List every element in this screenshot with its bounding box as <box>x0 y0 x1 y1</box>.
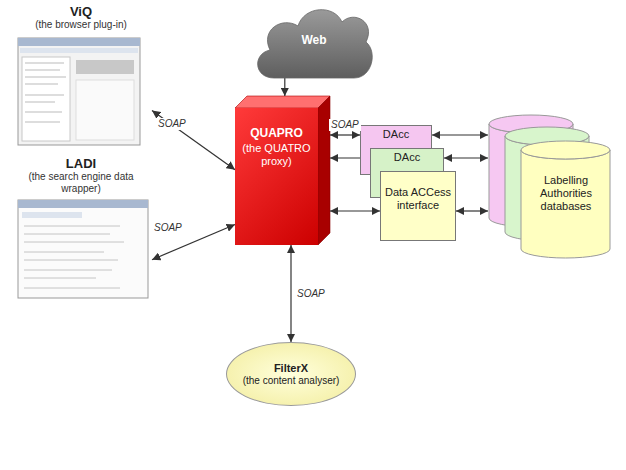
node-subtitle: (the content analyser) <box>227 375 355 387</box>
client-panel: ViQ(the browser plug-in) <box>10 4 152 148</box>
ladi-screenshot <box>18 200 148 298</box>
connector <box>432 134 488 135</box>
connector <box>330 134 360 135</box>
web-cloud: Web <box>252 2 376 82</box>
connector <box>330 210 380 211</box>
protocol-label: SOAP <box>295 288 327 300</box>
protocol-label: SOAP <box>329 119 361 131</box>
analyser-ellipse: FilterX(the content analyser) <box>226 342 356 406</box>
node-title: LADI <box>10 156 152 171</box>
node-title: Data ACCess interface <box>384 186 452 212</box>
node-subtitle: (the search engine data wrapper) <box>10 171 152 195</box>
quapro-3d-faces <box>235 96 330 245</box>
cloud-shape <box>258 10 373 78</box>
node-title: QUAPRO <box>238 126 315 140</box>
proxy-box: QUAPRO (the QUATRO proxy) <box>235 108 318 245</box>
database-stack: Labelling Authorities databases <box>488 112 612 260</box>
node-title: DAcc <box>374 151 440 164</box>
connector <box>152 111 235 170</box>
client-panel: LADI(the search engine data wrapper) <box>10 156 152 300</box>
viq-screenshot <box>18 38 140 145</box>
access-box: Data ACCess interface <box>380 171 456 241</box>
connector <box>284 77 285 96</box>
node-subtitle: (the browser plug-in) <box>10 19 152 31</box>
node-title: Labelling Authorities databases <box>522 174 610 213</box>
connector <box>456 210 488 211</box>
node-subtitle: (the QUATRO proxy) <box>238 142 315 168</box>
protocol-label: SOAP <box>152 222 184 234</box>
cylinder-body <box>521 150 610 258</box>
connector <box>290 245 291 342</box>
cylinder-top <box>521 141 610 159</box>
node-title: ViQ <box>10 4 152 19</box>
protocol-label: SOAP <box>156 118 188 130</box>
node-title: FilterX <box>227 362 355 375</box>
node-title: DAcc <box>364 128 428 141</box>
connector <box>444 157 488 158</box>
node-title: Web <box>301 33 326 47</box>
